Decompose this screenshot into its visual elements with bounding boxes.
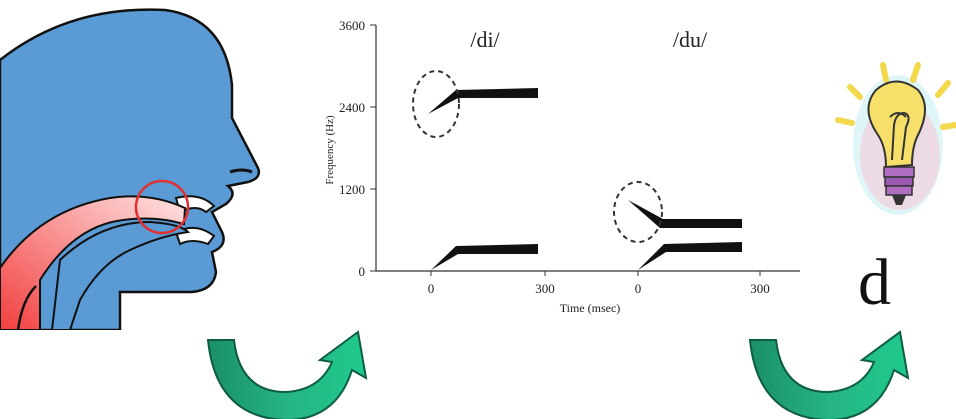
y-tick-label: 3600 bbox=[339, 18, 365, 33]
transition-highlight-ellipse bbox=[412, 70, 460, 138]
x-tick-label: 300 bbox=[535, 281, 555, 296]
formant-f1-di bbox=[431, 244, 538, 270]
x-tick-label: 0 bbox=[635, 281, 642, 296]
tongue bbox=[50, 220, 191, 330]
y-tick-label: 1200 bbox=[339, 182, 365, 197]
y-tick-label: 0 bbox=[359, 264, 366, 279]
formant-f1-du bbox=[638, 242, 742, 270]
perceived-phoneme: d bbox=[858, 246, 891, 319]
transition-highlight-ellipse bbox=[613, 181, 663, 243]
formant-f2-di bbox=[428, 88, 538, 114]
articulation-highlight-circle bbox=[134, 179, 190, 235]
nostril bbox=[229, 168, 253, 174]
curved-arrow-right bbox=[748, 330, 910, 419]
syllable-label-du: /du/ bbox=[673, 27, 708, 52]
curved-arrow-left bbox=[206, 330, 368, 419]
syllable-label-di: /di/ bbox=[470, 27, 500, 52]
y-tick-label: 2400 bbox=[339, 100, 365, 115]
head-profile-illustration bbox=[0, 8, 261, 330]
x-axis-label: Time (msec) bbox=[560, 301, 621, 315]
y-axis-label: Frequency (Hz) bbox=[324, 115, 336, 185]
x-tick-label: 0 bbox=[428, 281, 435, 296]
formant-f2-du bbox=[628, 200, 742, 228]
throat-line bbox=[16, 285, 37, 330]
x-tick-label: 300 bbox=[750, 281, 770, 296]
vocal-tract bbox=[0, 195, 187, 330]
